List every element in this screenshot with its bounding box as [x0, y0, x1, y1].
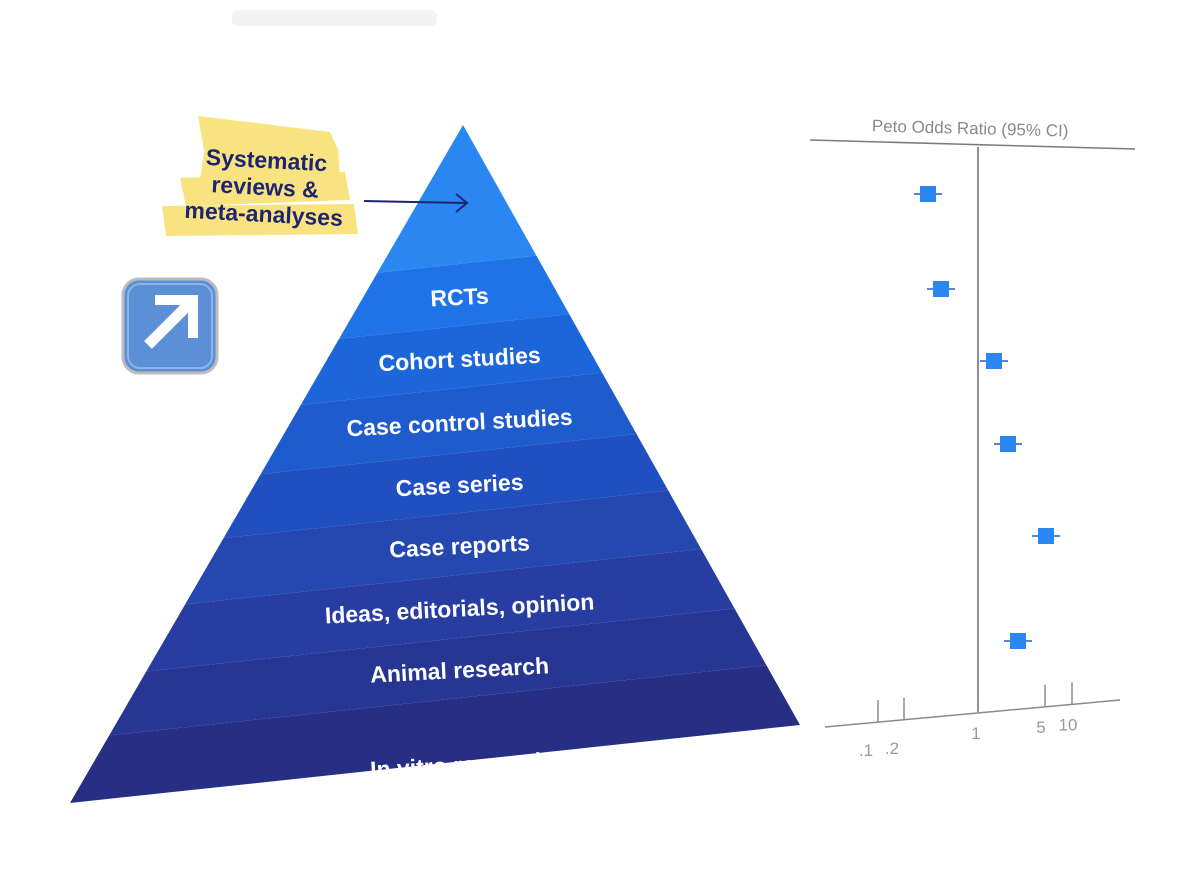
pyramid-tier-6 — [70, 534, 800, 683]
x-tick-label-2: 1 — [971, 724, 980, 743]
forest-plot-points — [914, 186, 1060, 649]
tier-label-1: RCTs — [430, 283, 490, 312]
point-estimate-4 — [1038, 528, 1054, 544]
x-tick-label-4: 10 — [1059, 715, 1078, 734]
x-axis — [824, 699, 1121, 728]
point-estimate-1 — [933, 281, 949, 297]
x-axis-ticks: .1 .2 1 5 10 — [859, 682, 1078, 760]
forest-point-5 — [1004, 633, 1032, 649]
x-tick-label-0: .1 — [859, 741, 873, 760]
point-estimate-5 — [1010, 633, 1026, 649]
pyramid-tier-4 — [70, 412, 800, 558]
forest-point-0 — [914, 186, 942, 202]
forest-plot: Peto Odds Ratio (95% CI) .1 .2 1 5 10 — [809, 116, 1136, 760]
point-estimate-2 — [986, 353, 1002, 369]
callout-line-systematic: Systematic — [205, 144, 328, 176]
forest-point-2 — [980, 353, 1008, 369]
forest-plot-title: Peto Odds Ratio (95% CI) — [872, 116, 1069, 140]
pyramid-tier-7 — [70, 597, 800, 743]
callout-line-reviews: reviews & — [211, 171, 320, 203]
callout-arrow-icon — [363, 193, 469, 213]
pyramid-tier-5 — [70, 472, 800, 620]
pyramid-tier-0 — [70, 125, 800, 309]
x-tick-label-1: .2 — [885, 739, 899, 758]
point-estimate-0 — [920, 186, 936, 202]
forest-plot-header-rule — [809, 139, 1136, 150]
highlighter-marks — [162, 116, 358, 236]
point-estimate-3 — [1000, 436, 1016, 452]
systematic-reviews-callout: Systematic reviews & meta-analyses — [162, 116, 469, 236]
forest-point-4 — [1032, 528, 1060, 544]
x-tick-label-3: 5 — [1036, 718, 1045, 737]
faint-background-smudge — [232, 10, 437, 26]
forest-point-1 — [927, 281, 955, 297]
up-right-arrow-icon — [121, 277, 219, 375]
forest-point-3 — [994, 436, 1022, 452]
